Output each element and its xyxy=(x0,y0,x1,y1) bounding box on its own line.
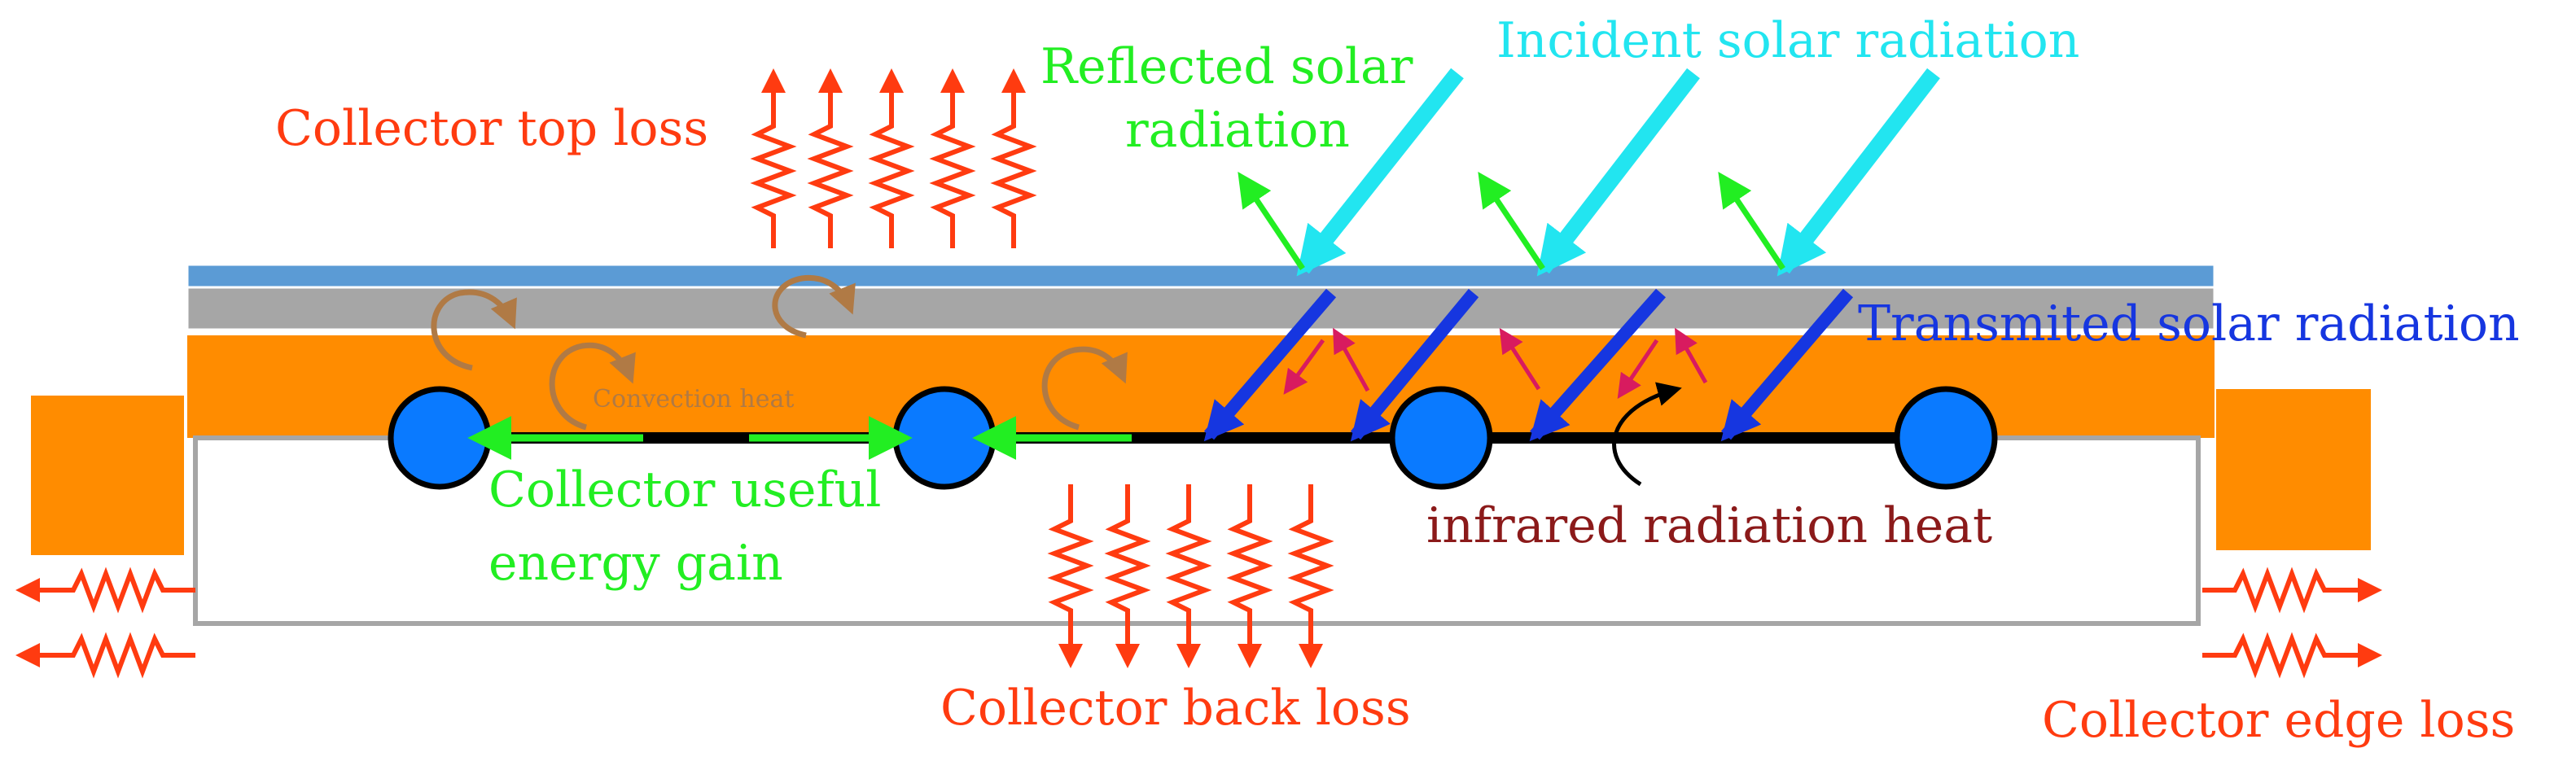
top-loss-arrow xyxy=(868,68,915,248)
incident-label: Incident solar radiation xyxy=(1496,12,2079,69)
riser-tube xyxy=(892,386,997,490)
top-loss-arrow xyxy=(807,68,854,248)
back-loss-arrow xyxy=(1287,484,1334,668)
transmitted-radiation-arrows xyxy=(1203,288,1854,442)
infrared-pointer-arrow xyxy=(1612,382,1682,487)
back-loss-arrow xyxy=(1047,484,1094,668)
edge-loss-label: Collector edge loss xyxy=(2042,692,2515,749)
top-loss-arrow xyxy=(990,68,1037,248)
reflected-arrow xyxy=(1238,172,1305,270)
left-edge-block xyxy=(31,396,184,555)
infrared-arrow xyxy=(1499,327,1541,391)
back-loss-arrows xyxy=(1047,484,1334,668)
infrared-arrows xyxy=(1283,327,1708,399)
riser-tube xyxy=(388,386,492,490)
edge-loss-arrow-right xyxy=(2202,567,2382,614)
incident-radiation-arrows xyxy=(1296,68,1940,277)
convection-loop xyxy=(1041,346,1128,431)
edge-loss-arrows xyxy=(15,567,2382,679)
incident-arrow xyxy=(1776,68,1940,277)
infrared-label: infrared radiation heat xyxy=(1426,497,1992,554)
convection-loop xyxy=(549,342,636,431)
infrared-arrow xyxy=(1333,327,1370,392)
glass-gap xyxy=(186,286,2216,331)
infrared-arrow xyxy=(1675,327,1708,384)
convection-arrows xyxy=(431,274,1128,431)
edge-loss-arrow-left xyxy=(15,567,195,614)
glass-cover xyxy=(186,263,2216,289)
reflected-arrow xyxy=(1718,172,1785,270)
transmitted-arrow xyxy=(1529,288,1666,442)
transmitted-arrow xyxy=(1720,288,1854,442)
transmitted-arrow xyxy=(1350,288,1479,442)
infrared-arrow xyxy=(1283,339,1325,395)
top-loss-label: Collector top loss xyxy=(275,100,708,157)
riser-tubes xyxy=(388,386,1998,490)
reflected-label-line2: radiation xyxy=(1125,102,1350,159)
back-loss-arrow xyxy=(1104,484,1151,668)
back-loss-label: Collector back loss xyxy=(940,680,1411,737)
reflected-radiation-arrows xyxy=(1238,172,1785,270)
reflected-label-line1: Reflected solar xyxy=(1040,38,1413,95)
riser-tube xyxy=(1389,386,1493,490)
incident-arrow xyxy=(1296,68,1464,277)
back-loss-arrow xyxy=(1165,484,1212,668)
edge-loss-arrow-left xyxy=(15,632,195,679)
incident-arrow xyxy=(1536,68,1700,277)
useful-gain-label-line2: energy gain xyxy=(488,535,783,592)
right-edge-block xyxy=(2216,389,2371,550)
infrared-arrow xyxy=(1617,339,1659,399)
top-loss-arrows xyxy=(750,68,1037,248)
transmitted-arrow xyxy=(1203,288,1337,442)
top-loss-arrow xyxy=(750,68,797,248)
riser-tube xyxy=(1894,386,1998,490)
top-loss-arrow xyxy=(929,68,976,248)
edge-loss-arrow-right xyxy=(2202,632,2382,679)
air-gap xyxy=(187,335,2215,438)
useful-gain-label-line1: Collector useful xyxy=(488,462,882,518)
convection-loop xyxy=(431,289,517,371)
back-loss-arrow xyxy=(1226,484,1273,668)
convection-label: Convection heat xyxy=(593,385,794,413)
convection-loop xyxy=(772,274,856,339)
transmitted-label: Transmited solar radiation xyxy=(1858,295,2520,352)
reflected-arrow xyxy=(1478,172,1545,270)
